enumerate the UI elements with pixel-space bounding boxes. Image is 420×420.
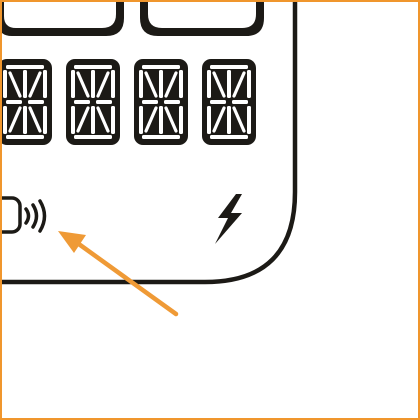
device-body-outline: [2, 2, 298, 285]
signal-icon: [2, 196, 47, 234]
annotation-arrow: [58, 231, 179, 317]
top-key-right-inner: [148, 2, 256, 28]
segment-digit-1: [2, 57, 54, 147]
top-key-left-inner: [4, 2, 116, 28]
segment-digit-3: [132, 57, 190, 147]
segment-digit-2: [64, 57, 122, 147]
lightning-bolt-icon: [215, 194, 242, 244]
segment-digit-4: [200, 57, 258, 147]
